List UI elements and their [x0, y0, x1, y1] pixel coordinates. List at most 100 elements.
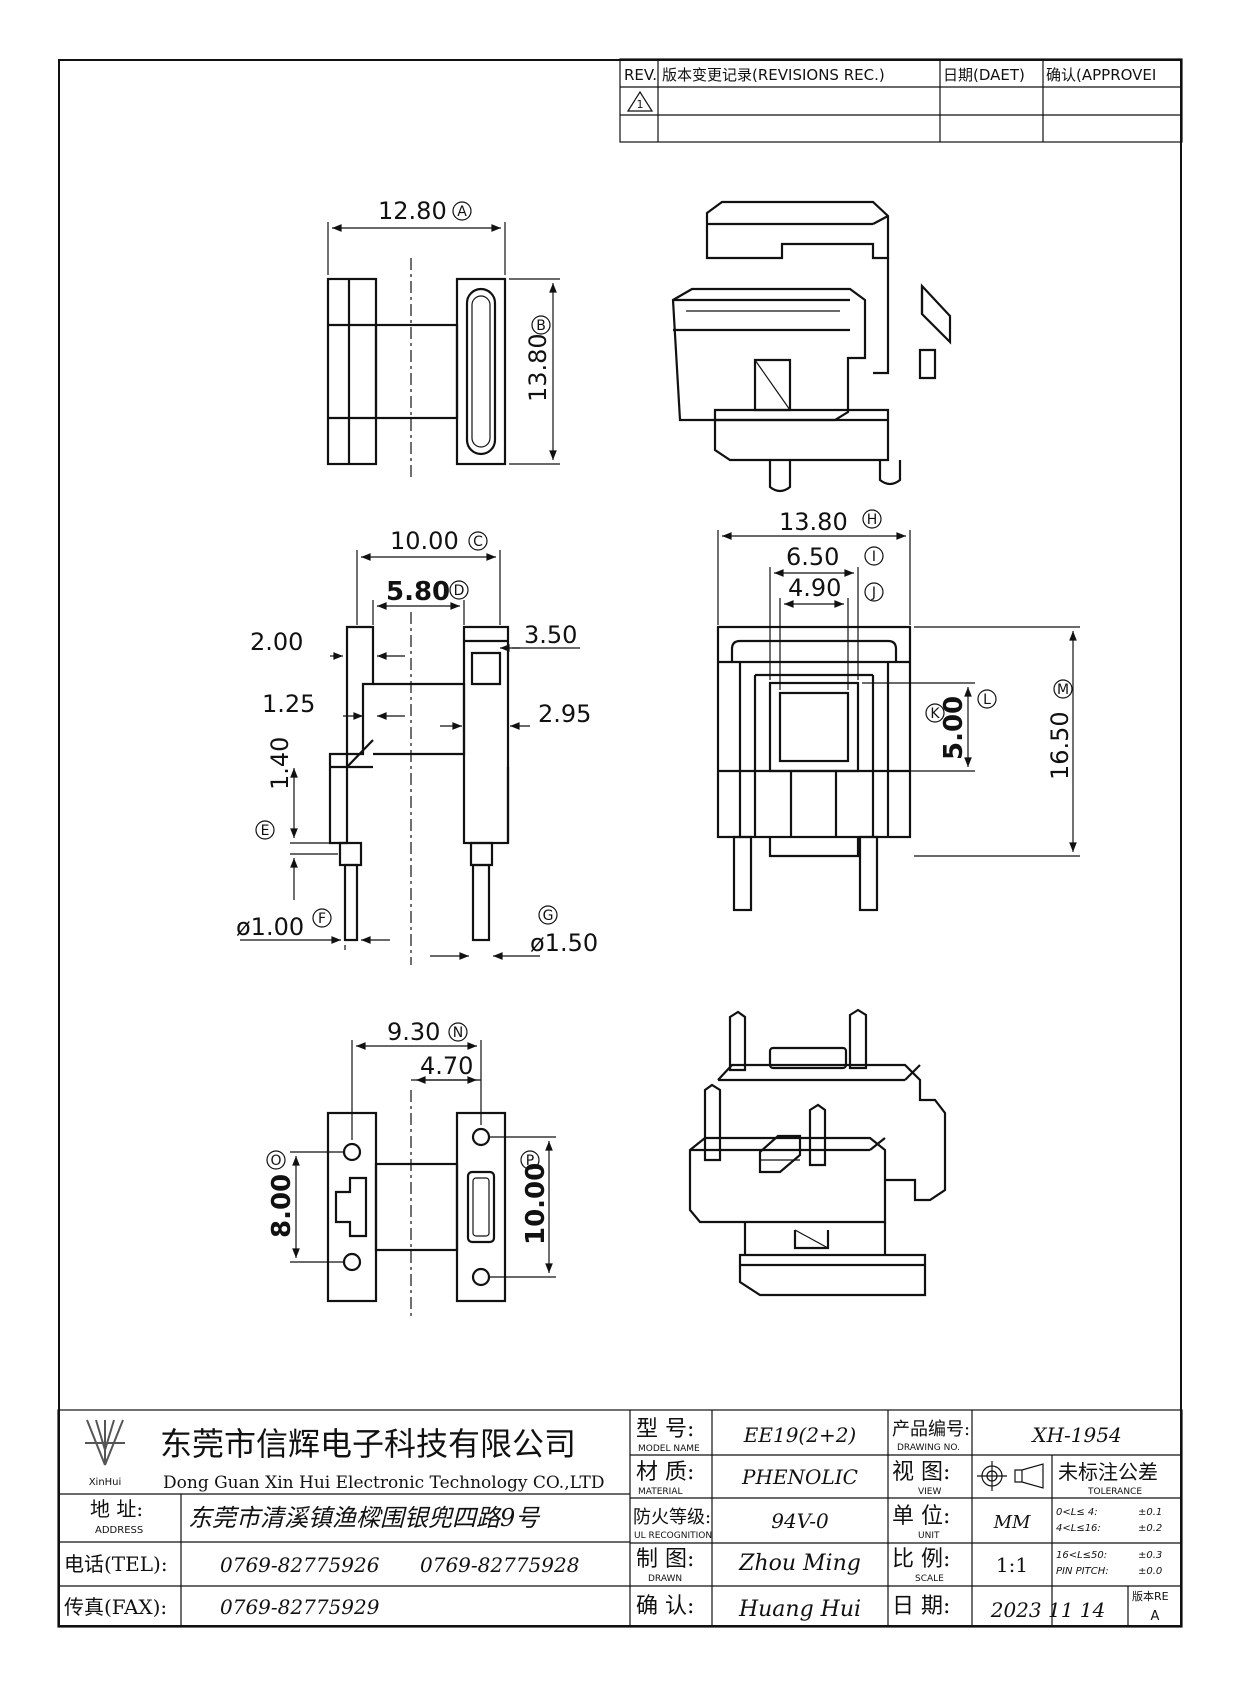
dim-n-tag-label: N — [453, 1025, 463, 1041]
dim-n-value: 9.30 — [387, 1018, 440, 1046]
dim-c-value: 10.00 — [390, 527, 459, 555]
dim-b-tag — [531, 315, 551, 335]
dim-i-value: 6.50 — [786, 543, 839, 571]
dim-a-value: 12.80 — [378, 197, 447, 225]
dim-n-tag — [448, 1022, 468, 1042]
dim-1-40: 1.40 — [266, 737, 294, 790]
isometric-view-top — [671, 200, 952, 493]
tolerance-value-1: ±0.1 — [1138, 1507, 1162, 1518]
dim-p-tag — [520, 1150, 540, 1170]
model-value: EE19(2+2) — [743, 1423, 856, 1447]
dim-c-tag-label: C — [473, 534, 483, 550]
scale-label: 比 例: — [892, 1547, 950, 1572]
date-label: 日 期: — [892, 1594, 950, 1619]
drawn-label: 制 图: — [636, 1547, 694, 1572]
fax-label: 传真(FAX): — [64, 1595, 167, 1619]
dim-g-tag-label: G — [543, 908, 554, 924]
ul-label-en: UL RECOGNITION — [634, 1531, 712, 1541]
dim-f-tag-label: F — [318, 911, 326, 927]
material-label-en: MATERIAL — [638, 1487, 683, 1497]
dim-d-value: 5.80 — [386, 577, 450, 607]
dim-h-tag — [862, 509, 882, 529]
dim-h-value: 13.80 — [779, 508, 848, 536]
dim-i-tag-label: I — [872, 549, 876, 565]
material-value: PHENOLIC — [741, 1465, 858, 1489]
dim-k-tag-label: K — [930, 706, 940, 722]
drawing-no-label: 产品编号: — [892, 1419, 970, 1440]
tolerance-range-2: 4<L≤16: — [1056, 1523, 1101, 1534]
drawn-value: Zhou Ming — [738, 1551, 861, 1576]
projection-symbol-icon — [977, 1461, 1044, 1491]
dim-b-tag-label: B — [536, 318, 546, 334]
unit-label-en: UNIT — [918, 1531, 940, 1541]
approve-header: 确认(APPROVEI — [1046, 66, 1156, 84]
address-label: 地 址: — [90, 1497, 143, 1521]
drawing-no-value: XH-1954 — [1030, 1423, 1121, 1447]
date-value: 2023 11 14 — [990, 1598, 1106, 1622]
dim-3-50: 3.50 — [524, 621, 577, 649]
drawn-label-en: DRAWN — [648, 1574, 682, 1584]
dim-o-value: 8.00 — [267, 1174, 297, 1238]
front-view: 12.80 A 13.80 B — [326, 197, 560, 480]
dim-j-value: 4.90 — [788, 574, 841, 602]
title-block: XinHui 东莞市信辉电子科技有限公司 Dong Guan Xin Hui E… — [57, 1409, 1183, 1628]
unit-label: 单 位: — [892, 1504, 950, 1529]
dim-p-value: 10.00 — [521, 1163, 551, 1245]
scale-label-en: SCALE — [915, 1574, 944, 1584]
dim-c-tag — [468, 531, 488, 551]
tolerance-range-3: 16<L≤50: — [1056, 1550, 1107, 1561]
rev-header: REV. — [624, 66, 657, 84]
check-value: Huang Hui — [738, 1597, 861, 1622]
unit-value: MM — [993, 1512, 1031, 1533]
tel-2: 0769-82775928 — [420, 1553, 579, 1577]
side-view: 10.00 C 5.80 D 2.00 3.50 1.25 2.95 1.40 — [236, 527, 598, 965]
dim-d-tag — [449, 580, 469, 600]
tel-1: 0769-82775926 — [220, 1553, 380, 1577]
tolerance-title: 未标注公差 — [1058, 1460, 1158, 1484]
address-value: 东莞市清溪镇渔樑围银兜四路9号 — [188, 1504, 541, 1532]
rev-mark: 1 — [637, 98, 644, 111]
dim-g-value: ø1.50 — [530, 929, 598, 957]
dim-m-tag — [1053, 679, 1073, 699]
dim-j-tag-label: J — [871, 585, 876, 601]
ul-label: 防火等级: — [633, 1507, 711, 1528]
dim-f-value: ø1.00 — [236, 913, 304, 941]
address-label-en: ADDRESS — [95, 1525, 143, 1536]
version-label: 版本RE — [1132, 1589, 1169, 1603]
dim-l-tag-label: L — [983, 692, 991, 708]
company-logo — [85, 1419, 125, 1466]
dim-o-tag — [266, 1150, 286, 1170]
dim-b-value: 13.80 — [524, 333, 552, 402]
dim-f-tag — [312, 908, 332, 928]
dim-m-tag-label: M — [1057, 682, 1069, 698]
view-label: 视 图: — [892, 1460, 950, 1485]
dim-1-25: 1.25 — [262, 690, 315, 718]
dim-4-70: 4.70 — [420, 1052, 473, 1080]
dim-a-tag-label: A — [457, 204, 467, 220]
dim-d-tag-label: D — [454, 583, 465, 599]
dim-l-tag — [977, 689, 997, 709]
revision-table: REV. 版本变更记录(REVISIONS REC.) 日期(DAET) 确认(… — [619, 58, 1183, 143]
dim-m-value: 16.50 — [1046, 711, 1074, 780]
dim-2-95: 2.95 — [538, 700, 591, 728]
dim-j-tag — [864, 582, 884, 602]
dim-g-tag — [538, 905, 558, 925]
drawing-no-label-en: DRAWING NO. — [897, 1443, 960, 1453]
dim-2-00: 2.00 — [250, 628, 303, 656]
dim-h-tag-label: H — [867, 512, 878, 528]
view-label-en: VIEW — [918, 1487, 941, 1497]
dim-o-tag-label: O — [270, 1153, 281, 1169]
dim-a-tag — [452, 201, 472, 221]
revisions-header: 版本变更记录(REVISIONS REC.) — [662, 66, 885, 84]
tolerance-range-4: PIN PITCH: — [1056, 1566, 1109, 1577]
check-label: 确 认: — [636, 1594, 694, 1619]
bottom-view: 9.30 N 4.70 8.00 O 10.00 P — [266, 1018, 556, 1320]
isometric-view-bottom — [688, 1008, 947, 1297]
tolerance-range-1: 0<L≤ 4: — [1056, 1507, 1098, 1518]
tel-label: 电话(TEL): — [64, 1552, 168, 1576]
model-label: 型 号: — [636, 1417, 694, 1442]
ul-value: 94V-0 — [771, 1509, 829, 1533]
company-name-cn: 东莞市信辉电子科技有限公司 — [160, 1425, 576, 1463]
top-view: 13.80 H 6.50 I 4.90 J 5.00 K L 16.50 M — [716, 508, 1080, 912]
